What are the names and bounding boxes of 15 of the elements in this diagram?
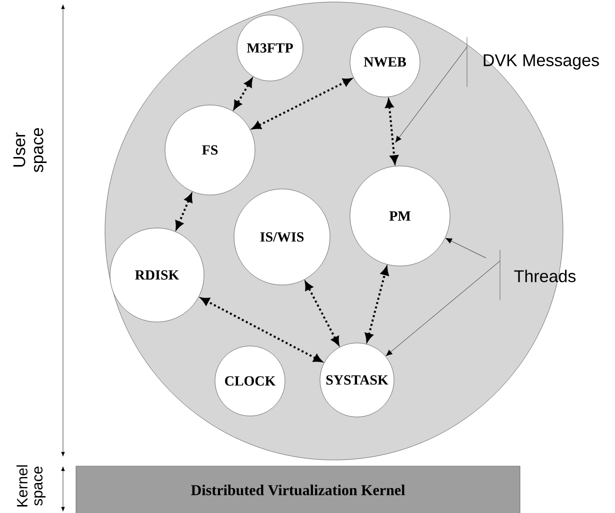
kernel-bar: Distributed Virtualization Kernel — [76, 466, 520, 513]
callout-text: Threads — [514, 270, 576, 282]
arrow — [252, 78, 352, 130]
leader-line — [395, 46, 468, 143]
arrow — [200, 297, 322, 362]
arrow — [364, 266, 389, 342]
axis-label: User space — [13, 128, 47, 172]
callout-text: DVK Messages — [484, 54, 599, 70]
arrow — [304, 282, 340, 346]
arrow — [385, 99, 398, 164]
arrow — [234, 78, 253, 110]
axis-label: Kernel space — [16, 465, 46, 506]
arrow — [175, 194, 192, 230]
leader-line — [386, 260, 500, 356]
leader-line — [445, 238, 486, 258]
